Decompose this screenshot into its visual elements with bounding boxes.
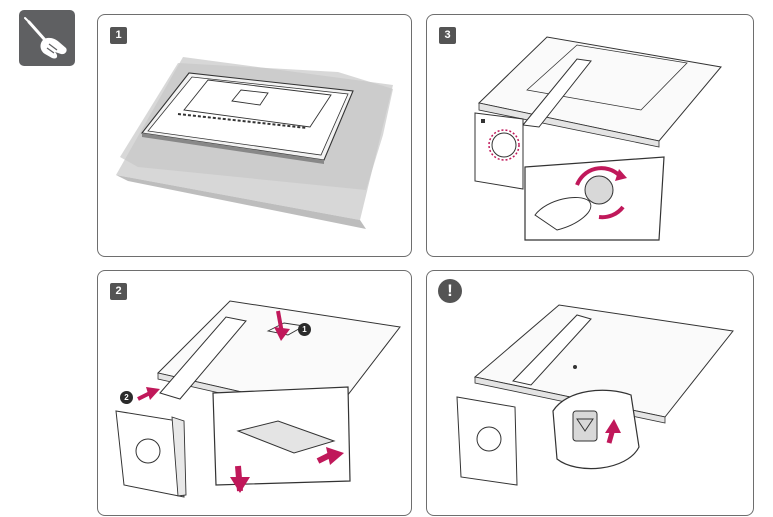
step-2-panel: 2 1 2 bbox=[97, 270, 412, 516]
attach-stand-illustration bbox=[115, 300, 401, 498]
step-1-panel: 1 bbox=[97, 14, 412, 257]
caution-panel: ! bbox=[426, 270, 754, 516]
marker-1: 1 bbox=[298, 323, 311, 336]
screwdriver-hand-icon bbox=[19, 10, 75, 66]
monitor-on-cushion-illustration bbox=[116, 57, 393, 229]
step-number-badge: 3 bbox=[439, 27, 456, 44]
stand-screw-illustration bbox=[474, 36, 722, 241]
step-number-badge: 1 bbox=[110, 27, 127, 44]
marker-2: 2 bbox=[120, 391, 133, 404]
screw-fastening-illustration bbox=[456, 304, 734, 486]
step-3-panel: 3 bbox=[426, 14, 754, 257]
caution-icon: ! bbox=[438, 279, 462, 303]
step-number-badge: 2 bbox=[110, 283, 127, 300]
